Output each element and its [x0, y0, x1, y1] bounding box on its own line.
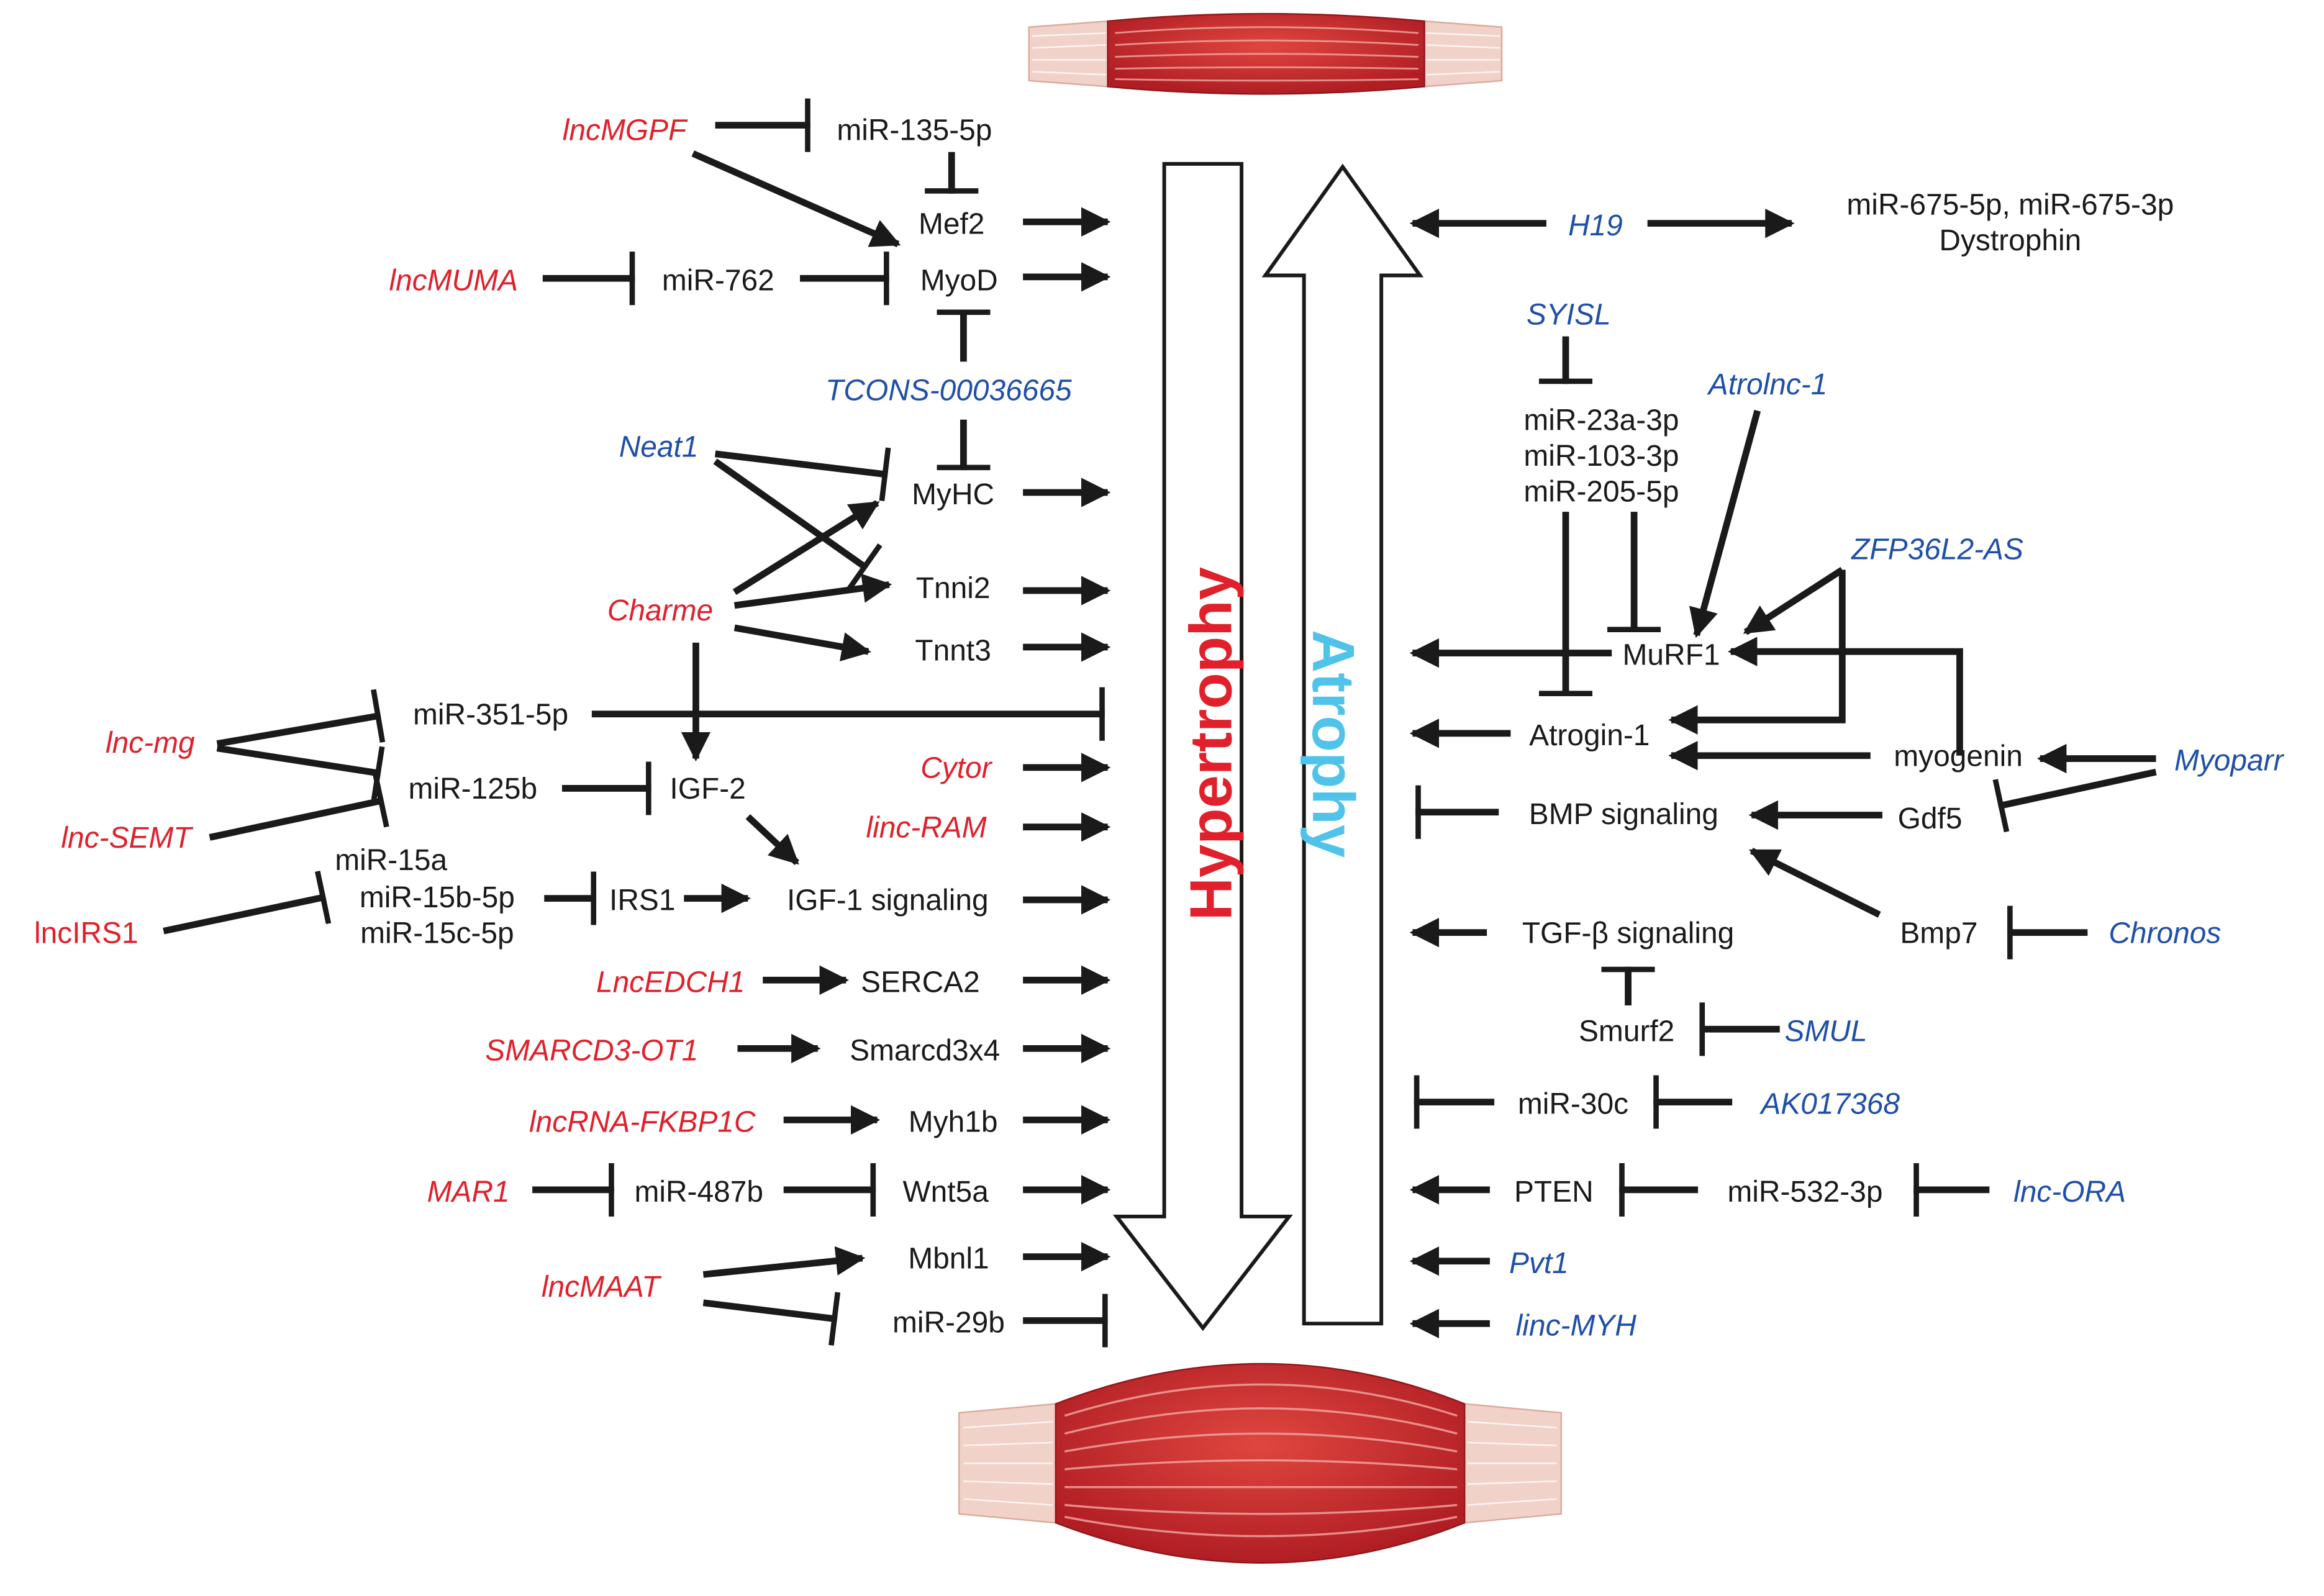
tnnt3-label: Tnnt3	[915, 635, 991, 668]
mef2-label: Mef2	[919, 207, 984, 240]
thin-muscle-icon	[1028, 12, 1503, 95]
mir15c-label: miR-15c-5p	[360, 917, 514, 950]
right-labels: H19 miR-675-5p, miR-675-3p Dystrophin SY…	[1509, 188, 2285, 1342]
lncsemt-label: lnc-SEMT	[61, 822, 194, 855]
lincmyh-label: linc-MYH	[1516, 1309, 1637, 1342]
dystrophin-label: Dystrophin	[1939, 224, 2081, 257]
smarcd3ot1-label: SMARCD3-OT1	[485, 1035, 698, 1068]
myod-label: MyoD	[920, 264, 998, 297]
mir351-label: miR-351-5p	[413, 698, 568, 731]
pvt1-label: Pvt1	[1509, 1247, 1569, 1280]
smarcd3x4-label: Smarcd3x4	[850, 1035, 1000, 1068]
atrogin1-label: Atrogin-1	[1529, 719, 1650, 752]
lncora-label: lnc-ORA	[2013, 1176, 2126, 1208]
serca2-label: SERCA2	[861, 966, 980, 999]
mir23a-label: miR-23a-3p	[1523, 404, 1679, 437]
mir675-label: miR-675-5p, miR-675-3p	[1846, 188, 2174, 221]
syisl-label: SYISL	[1527, 298, 1611, 331]
neat1-label: Neat1	[619, 431, 699, 464]
bmp7-label: Bmp7	[1900, 917, 1977, 950]
murf1-label: MuRF1	[1623, 639, 1720, 672]
lncmaat-label: lncMAAT	[542, 1271, 662, 1304]
tgfb-signaling-label: TGF-β signaling	[1522, 917, 1734, 950]
charme-label: Charme	[607, 594, 713, 627]
ak017368-label: AK017368	[1759, 1088, 1900, 1121]
mir532-label: miR-532-3p	[1727, 1176, 1882, 1208]
bmp-signaling-label: BMP signaling	[1529, 798, 1718, 831]
hypertrophy-arrow	[1112, 161, 1293, 1331]
tcons-label: TCONS-00036665	[825, 374, 1072, 407]
myhc-label: MyHC	[912, 478, 994, 511]
mir762-label: miR-762	[662, 264, 774, 297]
gdf5-label: Gdf5	[1898, 802, 1963, 835]
lncirs1-label: lncIRS1	[34, 917, 138, 950]
mir15b-label: miR-15b-5p	[360, 881, 515, 914]
thick-muscle-icon	[958, 1362, 1563, 1564]
mbnl1-label: Mbnl1	[908, 1243, 989, 1276]
atrophy-label: Atrophy	[1300, 630, 1366, 858]
h19-label: H19	[1568, 209, 1623, 242]
pten-label: PTEN	[1514, 1176, 1594, 1208]
myoparr-label: Myoparr	[2174, 745, 2285, 778]
lncmg-label: lnc-mg	[106, 727, 195, 759]
lncmgpf-label: lncMGPF	[563, 114, 688, 147]
mir29b-label: miR-29b	[892, 1307, 1005, 1340]
atrophy-arrow	[1261, 163, 1424, 1326]
mir205-label: miR-205-5p	[1523, 475, 1679, 508]
right-edges	[1409, 208, 2157, 1339]
chronos-label: Chronos	[2108, 917, 2221, 950]
igf2-label: IGF-2	[670, 773, 745, 805]
myogenin-label: myogenin	[1894, 740, 2023, 773]
mar1-label: MAR1	[427, 1176, 510, 1208]
mir125b-label: miR-125b	[409, 773, 538, 805]
mir103-label: miR-103-3p	[1523, 440, 1679, 473]
fkbp1c-label: lncRNA-FKBP1C	[529, 1105, 756, 1138]
left-edges	[163, 98, 1111, 1348]
lincram-label: linc-RAM	[866, 811, 986, 844]
wnt5a-label: Wnt5a	[902, 1176, 989, 1208]
mir135-label: miR-135-5p	[837, 114, 992, 147]
cytor-label: Cytor	[920, 752, 992, 785]
smul-label: SMUL	[1784, 1015, 1867, 1048]
irs1-label: IRS1	[609, 884, 675, 917]
mir15a-label: miR-15a	[335, 844, 447, 877]
atrolnc1-label: Atrolnc-1	[1707, 368, 1828, 401]
mir487b-label: miR-487b	[634, 1176, 763, 1208]
tnni2-label: Tnni2	[916, 572, 991, 605]
lncmuma-label: lncMUMA	[389, 264, 517, 297]
igf1-label: IGF-1 signaling	[787, 884, 989, 917]
smurf2-label: Smurf2	[1579, 1015, 1674, 1048]
mir30c-label: miR-30c	[1518, 1088, 1628, 1121]
left-labels: lncMGPF miR-135-5p Mef2 lncMUMA miR-762 …	[34, 114, 1072, 1340]
hypertrophy-label: Hypertrophy	[1178, 567, 1244, 920]
myh1b-label: Myh1b	[909, 1105, 998, 1138]
zfp36l2as-label: ZFP36L2-AS	[1851, 533, 2023, 566]
lncedch1-label: LncEDCH1	[596, 966, 745, 999]
